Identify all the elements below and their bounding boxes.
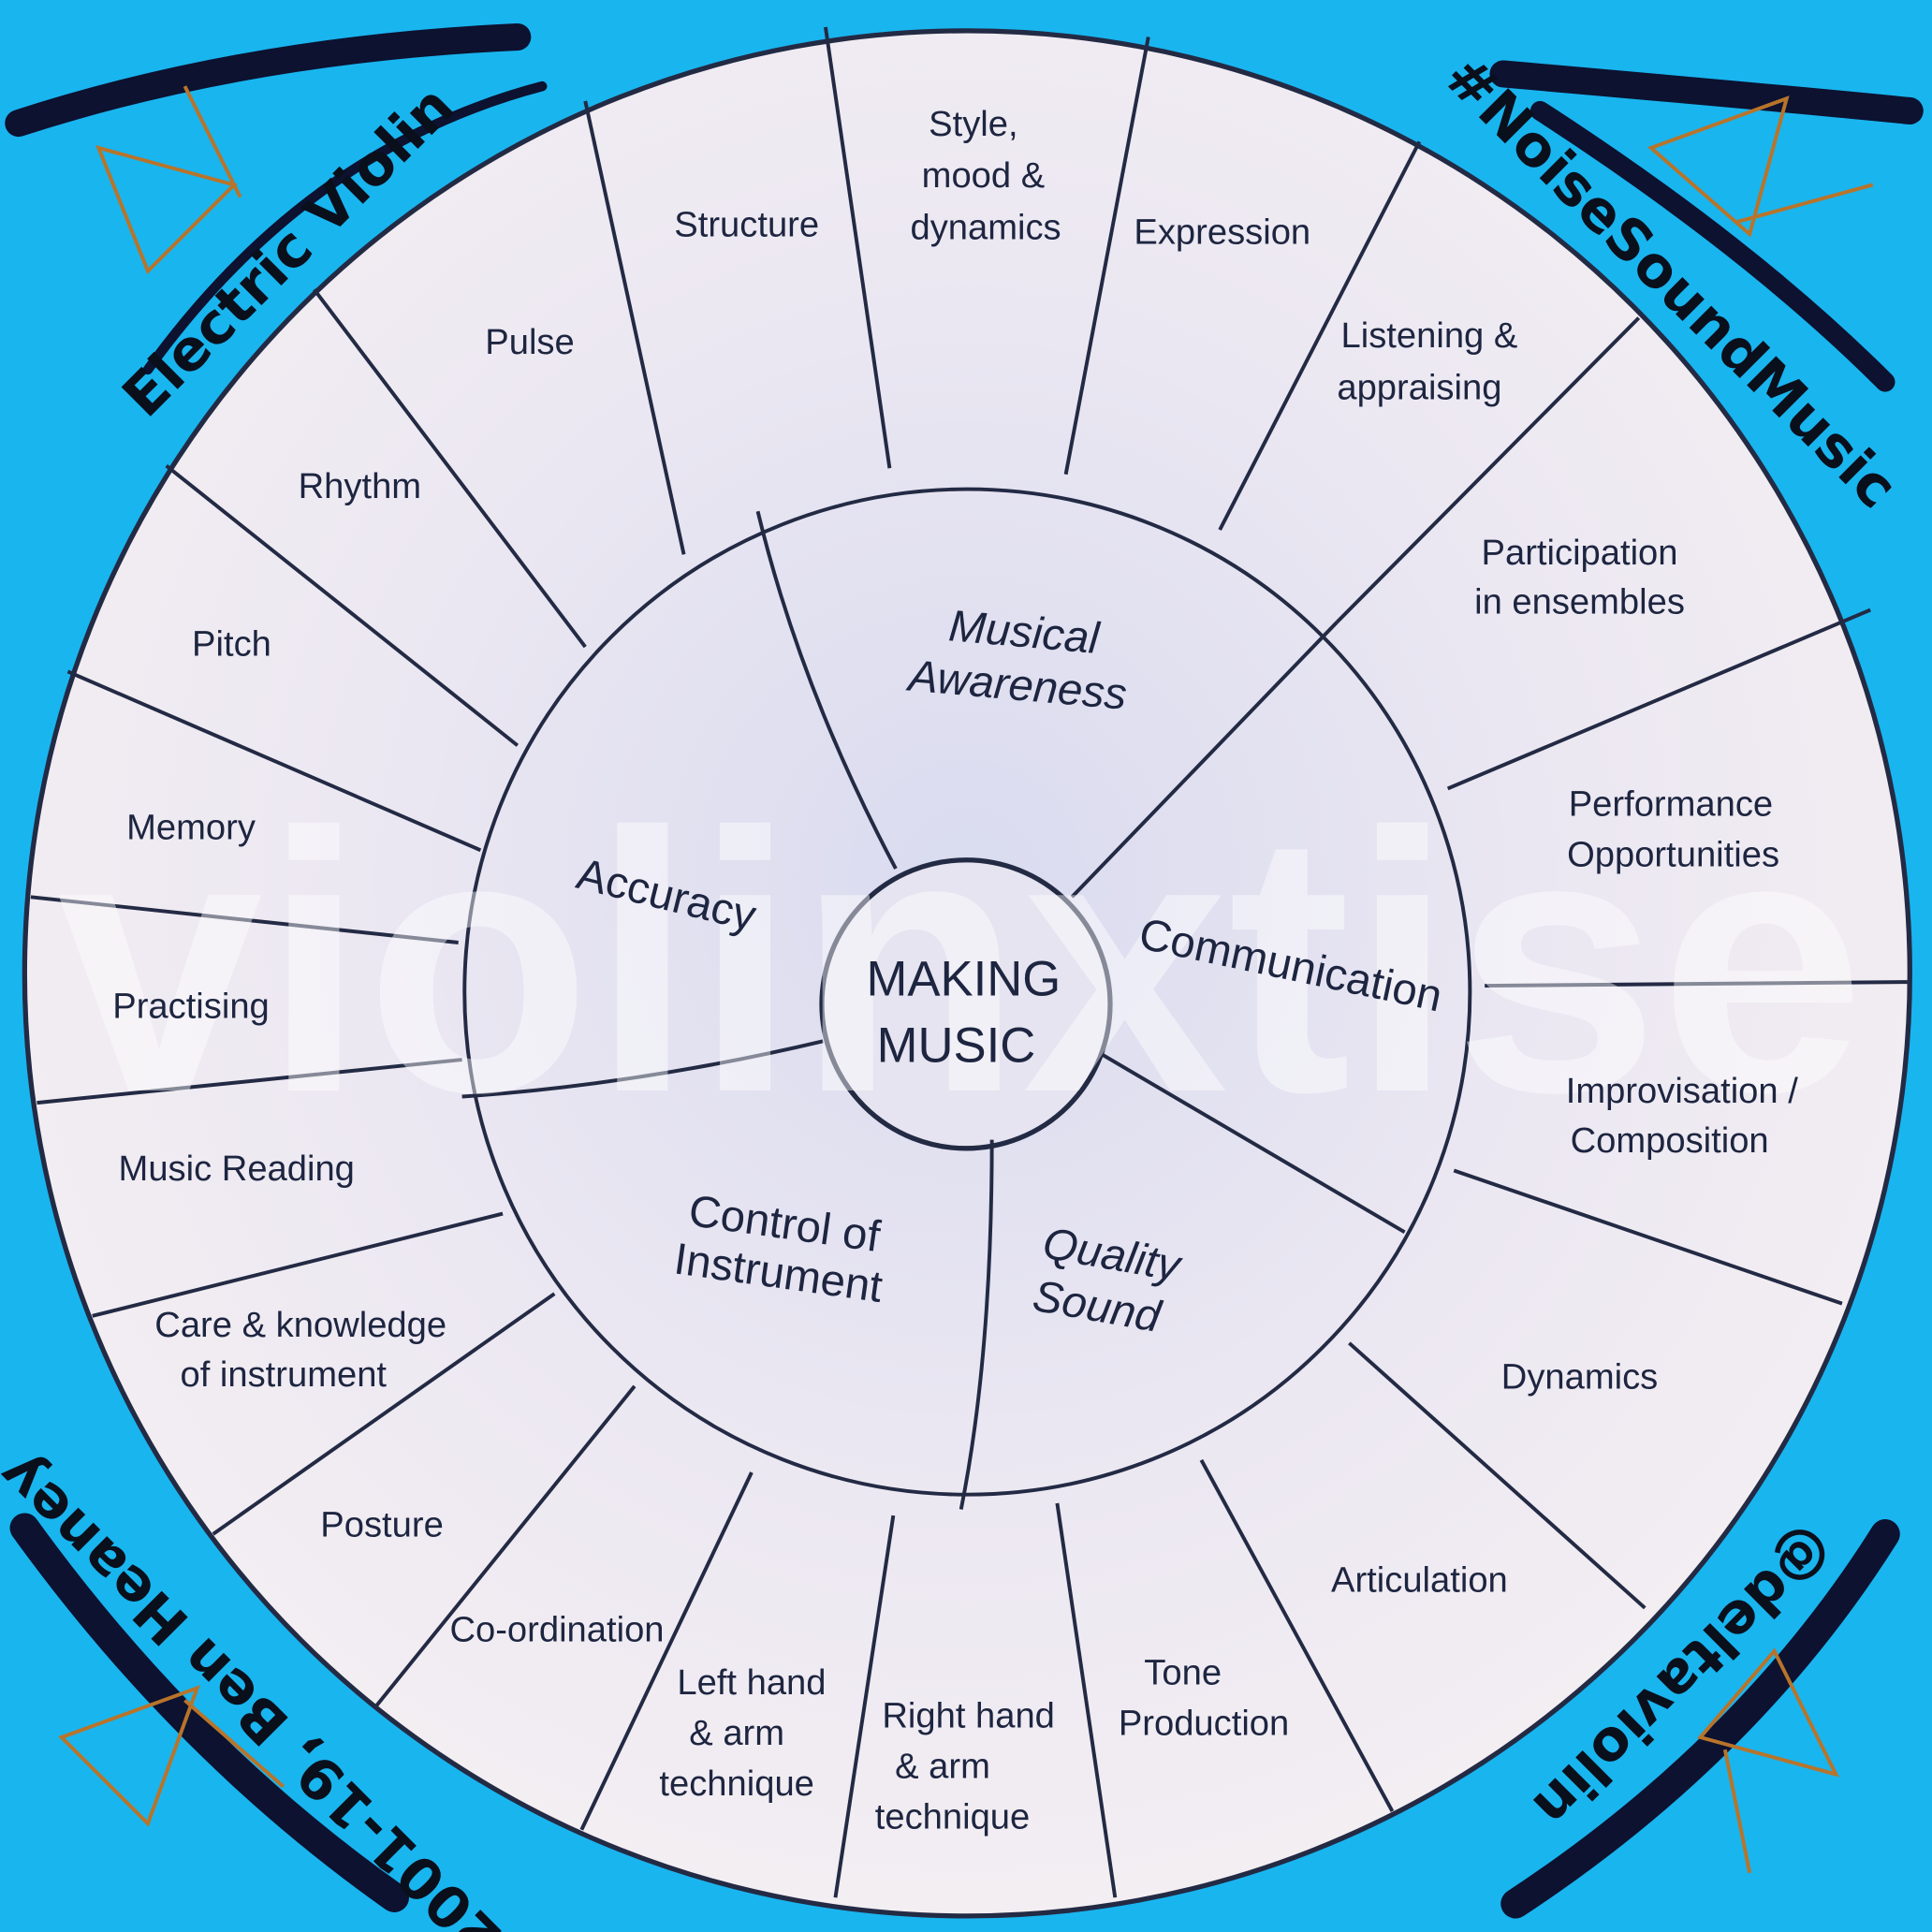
outer-label-listening-1: Listening & — [1341, 315, 1518, 356]
outer-label-performance-2: Opportunities — [1567, 834, 1779, 874]
outer-label-style-1: Style, — [929, 104, 1017, 144]
outer-label-dynamics: Dynamics — [1501, 1357, 1658, 1398]
outer-label-left-hand-1: Left hand — [677, 1662, 826, 1703]
outer-label-tone-2: Production — [1119, 1703, 1289, 1743]
outer-label-memory: Memory — [126, 807, 256, 847]
center-circle — [819, 857, 1113, 1151]
outer-label-right-hand-2: & arm — [895, 1746, 990, 1786]
outer-ring-labels: Style, mood & dynamics Expression Listen… — [112, 104, 1798, 1837]
middle-ring-border — [462, 487, 1472, 1497]
outer-label-listening-2: appraising — [1337, 367, 1501, 407]
outer-label-tone-1: Tone — [1144, 1652, 1222, 1692]
outer-label-music-reading: Music Reading — [119, 1149, 355, 1189]
outer-label-rhythm: Rhythm — [299, 466, 421, 506]
decorative-brush-strokes — [5, 23, 1924, 1919]
outer-label-articulation: Articulation — [1331, 1560, 1508, 1601]
outer-label-structure: Structure — [674, 205, 819, 245]
outer-label-participation-1: Participation — [1482, 533, 1678, 573]
outer-label-expression: Expression — [1134, 212, 1310, 253]
outer-label-coordination: Co-ordination — [449, 1609, 664, 1649]
watermark-text: violinxtise — [57, 756, 1865, 1169]
outer-label-care-2: of instrument — [180, 1354, 387, 1395]
outer-label-style-2: mood & — [922, 155, 1046, 196]
outer-label-style-3: dynamics — [910, 207, 1061, 247]
outer-label-right-hand-3: technique — [875, 1796, 1030, 1837]
outer-label-improvisation-1: Improvisation / — [1566, 1071, 1799, 1111]
center-label-line2: MUSIC — [877, 1018, 1036, 1074]
outer-label-pitch: Pitch — [192, 623, 271, 664]
center-label-line1: MAKING — [867, 952, 1061, 1007]
outer-label-posture: Posture — [320, 1504, 444, 1544]
outer-label-right-hand-1: Right hand — [882, 1695, 1055, 1735]
decorative-triangles — [58, 85, 1874, 1874]
outer-label-left-hand-3: technique — [659, 1764, 813, 1804]
outer-label-left-hand-2: & arm — [689, 1713, 784, 1753]
outer-label-participation-2: in ensembles — [1474, 582, 1685, 622]
outer-label-practising: Practising — [112, 986, 270, 1026]
outer-label-performance-1: Performance — [1569, 783, 1773, 824]
outer-label-pulse: Pulse — [485, 322, 574, 362]
middle-spokes — [461, 510, 1406, 1510]
outer-label-improvisation-2: Composition — [1571, 1120, 1769, 1161]
outer-spokes — [30, 26, 1908, 1898]
outer-label-care-1: Care & knowledge — [154, 1305, 446, 1345]
